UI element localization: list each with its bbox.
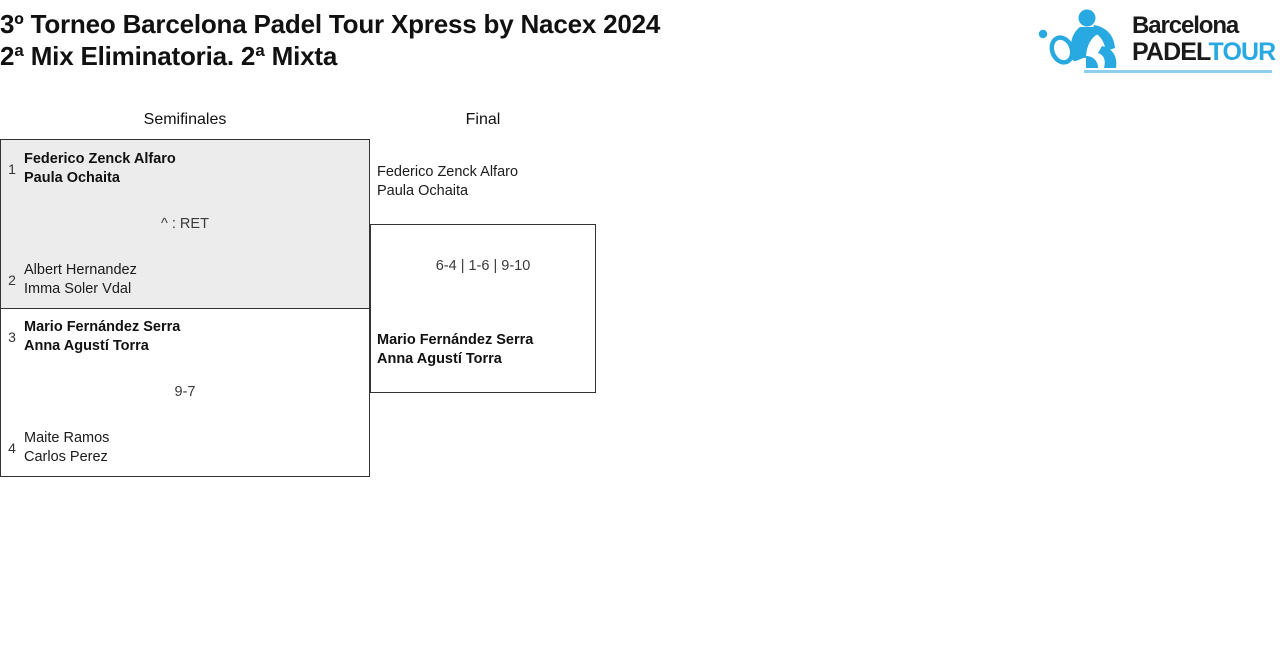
page-title: 3º Torneo Barcelona Padel Tour Xpress by… bbox=[0, 9, 661, 39]
logo-wordmark: Barcelona PADELTOUR bbox=[1132, 12, 1276, 66]
semifinal-1-score: ^ : RET bbox=[161, 216, 209, 232]
page-subtitle: 2ª Mix Eliminatoria. 2ª Mixta bbox=[0, 41, 338, 71]
semifinal-2-team-bottom[interactable]: 4 Maite Ramos Carlos Perez bbox=[0, 429, 109, 467]
player-name-2: Carlos Perez bbox=[24, 449, 108, 465]
semifinal-1-team-bottom[interactable]: 2 Albert Hernandez Imma Soler Vdal bbox=[0, 261, 137, 299]
player-name-1: Albert Hernandez bbox=[24, 262, 137, 278]
player-name-2: Anna Agustí Torra bbox=[377, 351, 502, 367]
player-name-2: Imma Soler Vdal bbox=[24, 281, 132, 297]
semifinal-2-team-top[interactable]: 3 Mario Fernández Serra Anna Agustí Torr… bbox=[0, 318, 180, 356]
match-box-semifinal-2[interactable] bbox=[0, 308, 370, 477]
logo-word-tour: TOUR bbox=[1208, 38, 1277, 66]
player-name-2: Paula Ochaita bbox=[24, 170, 120, 186]
semifinal-2-score: 9-7 bbox=[174, 384, 196, 400]
tournament-title-block: 3º Torneo Barcelona Padel Tour Xpress by… bbox=[0, 8, 660, 72]
logo-word-padel: PADEL bbox=[1132, 38, 1209, 66]
seed-number: 4 bbox=[8, 440, 16, 456]
seed-number: 1 bbox=[8, 161, 16, 177]
logo-word-padeltour: PADELTOUR bbox=[1132, 38, 1276, 66]
final-score: 6-4 | 1-6 | 9-10 bbox=[435, 258, 531, 274]
team-players: Albert Hernandez Imma Soler Vdal bbox=[24, 261, 137, 299]
team-players: Maite Ramos Carlos Perez bbox=[24, 429, 109, 467]
padel-player-silhouette-icon bbox=[1036, 6, 1136, 74]
semifinal-1-team-top[interactable]: 1 Federico Zenck Alfaro Paula Ochaita bbox=[0, 150, 176, 188]
team-players: Mario Fernández Serra Anna Agustí Torra bbox=[24, 318, 180, 356]
round-header-final: Final bbox=[465, 111, 501, 128]
player-name-1: Mario Fernández Serra bbox=[377, 332, 534, 348]
player-name-1: Federico Zenck Alfaro bbox=[377, 164, 519, 180]
logo-underline-bar bbox=[1084, 70, 1272, 73]
player-name-2: Paula Ochaita bbox=[377, 183, 469, 199]
team-players: Federico Zenck Alfaro Paula Ochaita bbox=[24, 150, 176, 188]
player-name-2: Anna Agustí Torra bbox=[24, 338, 149, 354]
final-team-top[interactable]: Federico Zenck Alfaro Paula Ochaita bbox=[377, 163, 518, 201]
final-team-bottom[interactable]: Mario Fernández Serra Anna Agustí Torra bbox=[377, 331, 533, 369]
match-box-final[interactable] bbox=[370, 224, 596, 393]
player-name-1: Mario Fernández Serra bbox=[24, 319, 181, 335]
page-header: 3º Torneo Barcelona Padel Tour Xpress by… bbox=[0, 0, 1280, 86]
player-name-1: Maite Ramos bbox=[24, 430, 110, 446]
seed-number: 3 bbox=[8, 329, 16, 345]
seed-number: 2 bbox=[8, 272, 16, 288]
logo-word-barcelona: Barcelona bbox=[1132, 12, 1239, 39]
round-header-semifinales: Semifinales bbox=[143, 111, 227, 128]
player-name-1: Federico Zenck Alfaro bbox=[24, 151, 176, 167]
barcelona-padel-tour-logo: Barcelona PADELTOUR bbox=[1036, 4, 1276, 78]
